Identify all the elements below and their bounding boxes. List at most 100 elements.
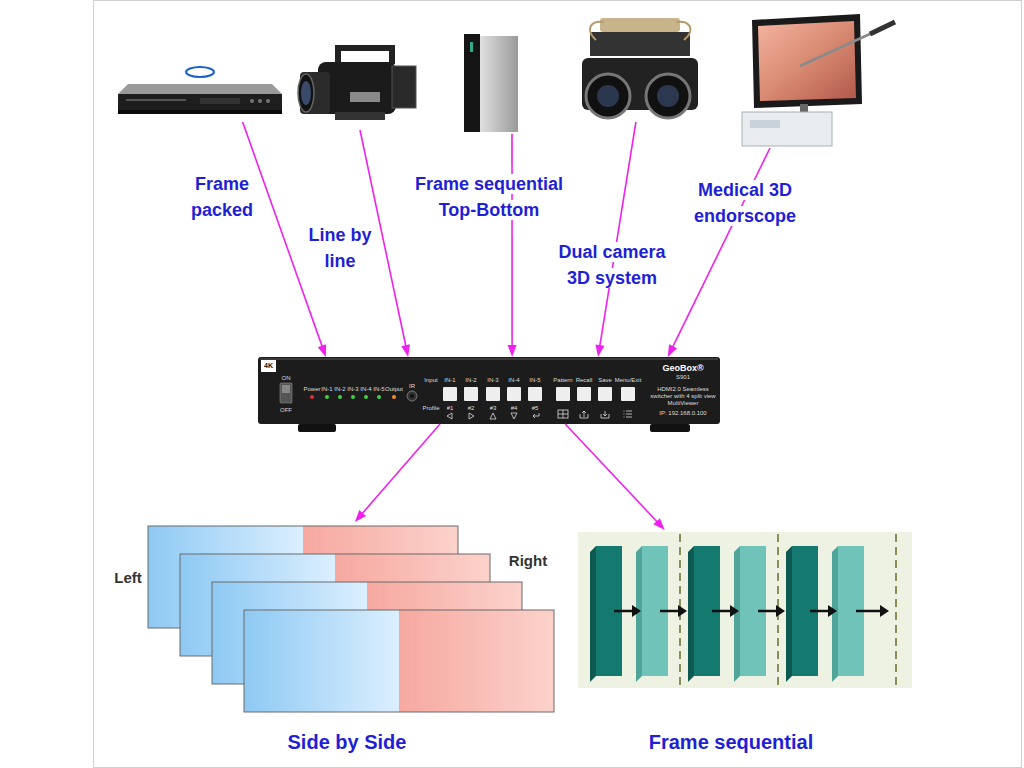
- preset-number: #5: [532, 405, 539, 412]
- rig-glass: [657, 85, 679, 107]
- panel-button: [486, 387, 500, 401]
- text-holder: Side by Side: [288, 730, 407, 754]
- player-front: [118, 94, 282, 110]
- row-label: Profile: [422, 405, 439, 412]
- right-view: [399, 610, 554, 712]
- arrowhead: [595, 344, 604, 357]
- sensor-label: IR: [409, 383, 415, 390]
- model-number: S901: [676, 374, 690, 380]
- switch-label: OFF: [280, 407, 292, 414]
- signal-arrow: [595, 122, 635, 357]
- signal-arrow: [355, 424, 440, 522]
- eye-label: Left: [114, 569, 142, 587]
- sequence-arrow: [856, 610, 881, 613]
- panel-button: [507, 387, 521, 401]
- pattern-symbol-lines: [558, 410, 568, 418]
- source-device: Frame sequential Top-Bottom: [462, 32, 518, 134]
- rig-lens: [586, 74, 630, 118]
- led: [338, 395, 342, 399]
- resolution-badge-ground: [261, 360, 276, 372]
- player-button: [250, 99, 254, 103]
- sequence-arrow: [810, 610, 829, 613]
- right-symbol: [469, 413, 474, 419]
- sequence-ground: [578, 532, 912, 688]
- brand-name: GeoBox®: [662, 363, 703, 373]
- button-label: Pattern: [553, 377, 572, 384]
- sequence-arrowhead: [776, 605, 785, 617]
- disc-logo: [186, 67, 214, 77]
- monitor-screen: [758, 21, 856, 101]
- signal-arrow: [565, 424, 665, 530]
- arrowhead: [355, 510, 366, 522]
- player-top: [118, 84, 282, 94]
- panel-button: [528, 387, 542, 401]
- preset-number: #1: [447, 405, 454, 412]
- panel-button: [621, 387, 635, 401]
- text-holder: GeoBox®: [662, 363, 703, 374]
- format-label: Dual camera 3D system: [555, 242, 668, 288]
- camcorder-lens: [298, 74, 314, 112]
- endoscope-handle: [870, 22, 895, 34]
- monitor-bezel: [752, 14, 862, 108]
- button-label: Save: [598, 377, 612, 384]
- button-label: IN-3: [487, 377, 498, 384]
- source-device: Medical 3D endorscope: [738, 12, 898, 148]
- text-holder: Medical 3D endorscope: [685, 177, 805, 229]
- save-symbol: [601, 411, 609, 418]
- up-symbol: [490, 413, 496, 419]
- housing-foot: [298, 424, 336, 432]
- arrowhead: [668, 344, 677, 357]
- text-holder: S901: [676, 374, 690, 381]
- text-holder: Frame sequential: [649, 730, 814, 754]
- source-device: Frame packed: [118, 60, 282, 122]
- preset-number: #4: [511, 405, 518, 412]
- button-label: IN-5: [529, 377, 540, 384]
- rig-handle: [600, 18, 680, 32]
- button-label: IN-2: [465, 377, 476, 384]
- right-frame-side: [636, 546, 642, 682]
- rig-lens: [646, 74, 690, 118]
- sequence-arrowhead: [828, 605, 837, 617]
- panel-button: [577, 387, 591, 401]
- cart-panel: [750, 120, 780, 128]
- arrow-line: [511, 134, 513, 346]
- resolution-badge: 4K: [264, 362, 273, 370]
- panel-button: [598, 387, 612, 401]
- led-label: IN-4: [360, 386, 371, 393]
- sequence-arrowhead: [730, 605, 739, 617]
- left-frame-side: [590, 546, 596, 682]
- eye-label: Right: [509, 552, 547, 570]
- led-label: Power: [303, 386, 320, 393]
- format-label: Frame sequential Top-Bottom: [412, 174, 566, 220]
- ip-address: IP: 192.168.0.100: [659, 410, 706, 416]
- text-holder: Dual camera 3D system: [547, 239, 677, 291]
- ir-sensor: [407, 391, 417, 401]
- rig-glass: [597, 85, 619, 107]
- endoscope-cart: [742, 112, 832, 146]
- left-frame-side: [688, 546, 694, 682]
- drive-front: [464, 34, 480, 132]
- player-button: [258, 99, 262, 103]
- rig-frame: [590, 32, 690, 56]
- down-symbol: [511, 413, 517, 419]
- left-frame-side: [786, 546, 792, 682]
- source-device: Dual camera 3D system: [572, 14, 708, 122]
- power-switch: [280, 383, 292, 403]
- text-holder: Frame sequential Top-Bottom: [399, 171, 579, 223]
- output-format: Frame sequential: [578, 530, 912, 760]
- signal-arrow: [508, 134, 517, 357]
- arrowhead: [508, 345, 517, 357]
- enter-symbol: [533, 413, 539, 418]
- recall-symbol: [580, 411, 588, 418]
- button-label: Recall: [576, 377, 593, 384]
- arrowhead: [653, 518, 664, 530]
- power-rocker: [282, 385, 290, 393]
- text-holder: Frame packed: [180, 171, 264, 223]
- output-caption: Side by Side: [288, 731, 407, 753]
- switch-label: ON: [282, 375, 291, 382]
- button-label: IN-4: [508, 377, 519, 384]
- camcorder-strap: [335, 112, 385, 120]
- led-label: IN-3: [347, 386, 358, 393]
- left-view: [244, 610, 399, 712]
